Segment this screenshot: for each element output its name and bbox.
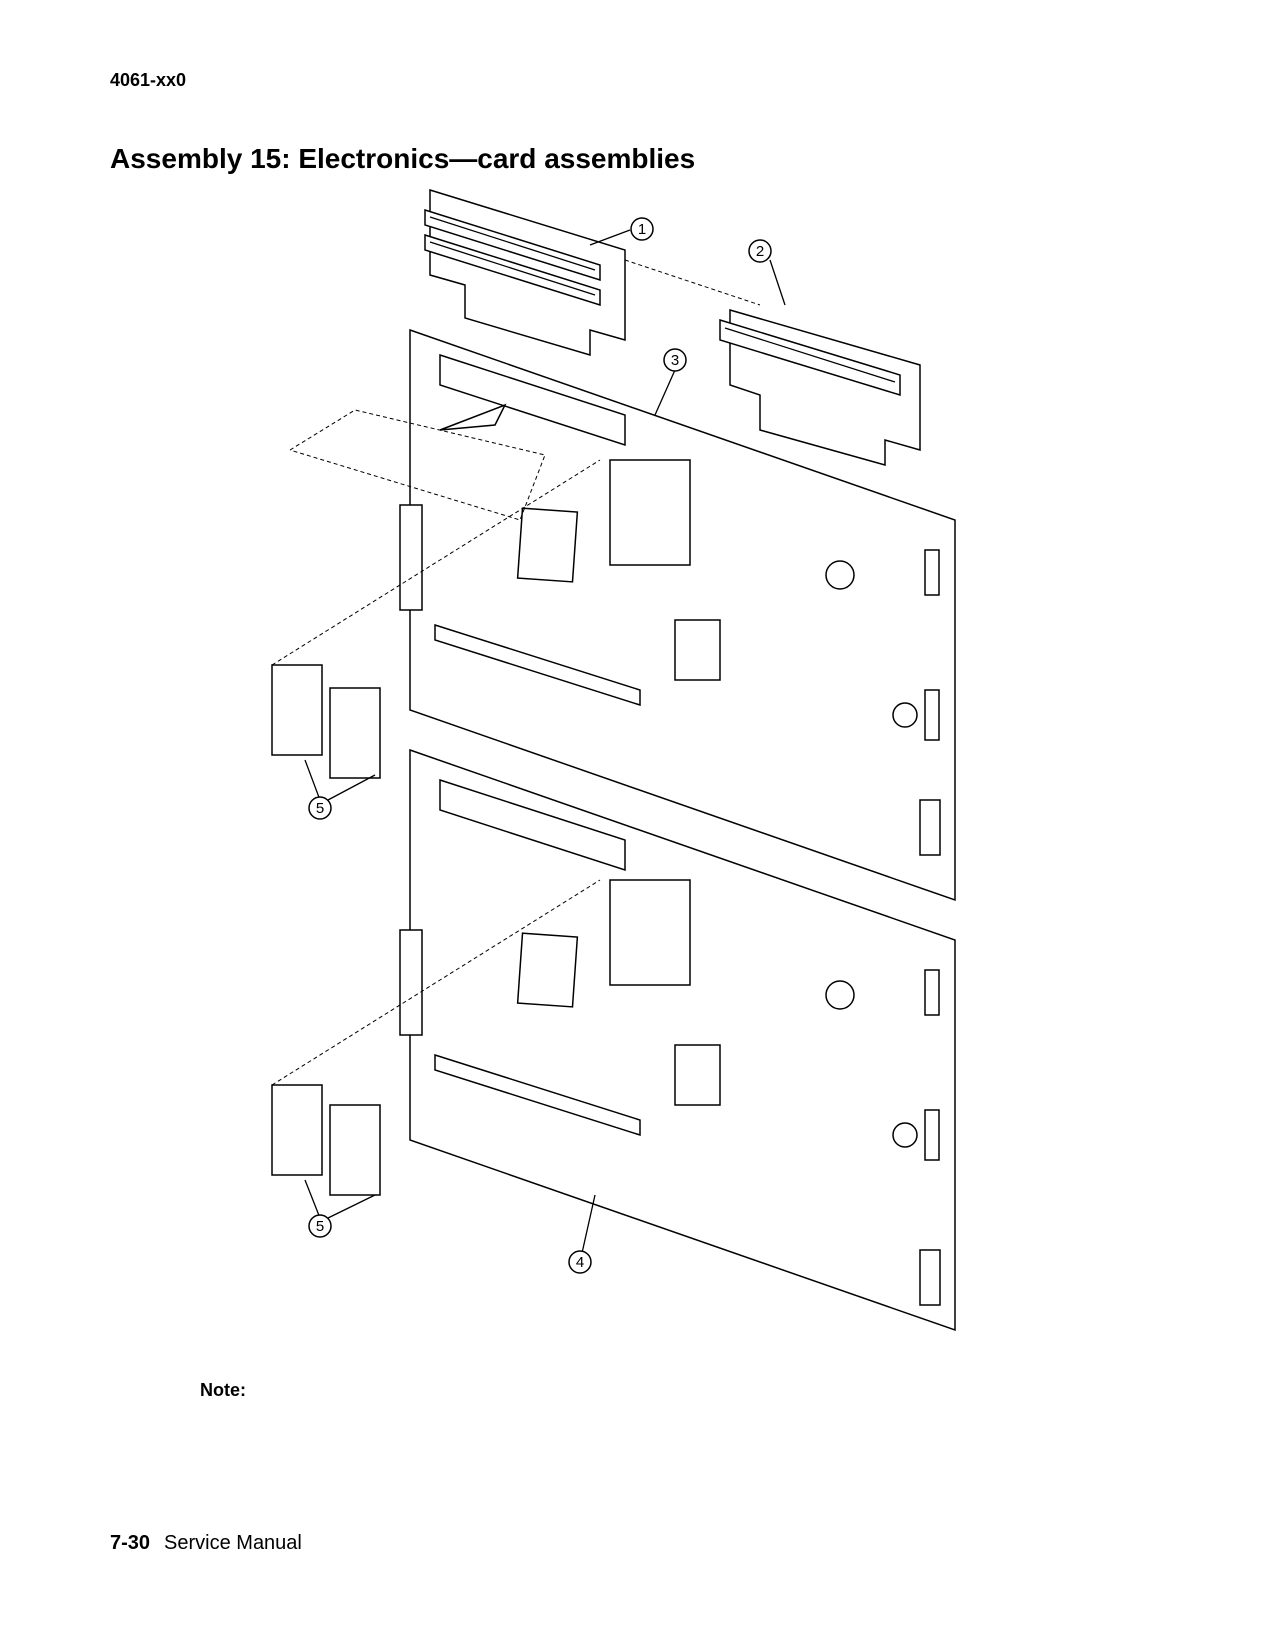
callout-label: 2 xyxy=(756,243,764,260)
page-title: Assembly 15: Electronics—card assemblies xyxy=(110,143,696,174)
callout-3: 3 xyxy=(663,348,687,372)
callout-label: 4 xyxy=(576,1254,584,1271)
callout-5-lower: 5 xyxy=(308,1214,332,1238)
riser-card-single xyxy=(719,309,921,466)
page-number: 7-30 xyxy=(110,1532,151,1554)
option-cards-upper xyxy=(271,664,381,779)
callout-label: 5 xyxy=(316,800,324,817)
note-label: Note: xyxy=(200,1380,246,1400)
callout-label: 1 xyxy=(638,221,646,238)
document-name: Service Manual xyxy=(164,1532,302,1554)
page-footer: 7-30 Service Manual xyxy=(110,1532,302,1555)
callout-label: 3 xyxy=(671,352,679,369)
riser-card-dual xyxy=(424,188,626,357)
callout-1: 1 xyxy=(630,217,654,241)
option-cards-lower xyxy=(271,1084,381,1196)
callout-label: 5 xyxy=(316,1218,324,1235)
callout-2: 2 xyxy=(748,239,772,263)
system-board-upper xyxy=(399,328,956,902)
document-header: 4061-xx0 xyxy=(110,70,187,90)
callout-4: 4 xyxy=(568,1250,592,1274)
callout-5-upper: 5 xyxy=(308,796,332,820)
system-board-lower xyxy=(399,748,956,1332)
